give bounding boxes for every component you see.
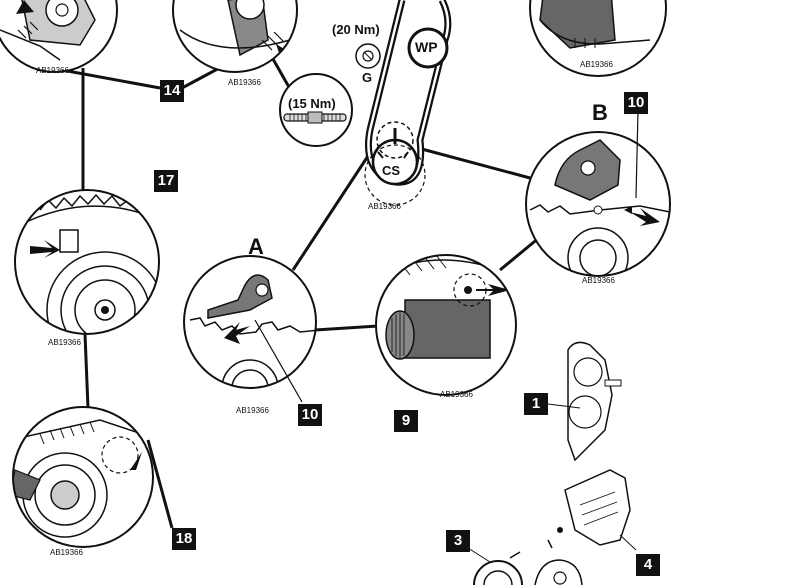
callout-4: 4 [636, 554, 660, 576]
detail-circle-top-center [172, 0, 298, 73]
detail-label-b: B [592, 100, 608, 125]
timing-belt-inner [367, 0, 450, 184]
detail-circle-top-left [0, 0, 118, 73]
water-pump-label: WP [415, 39, 438, 55]
detail-circle-a [183, 255, 317, 403]
figure-code: AB19366 [368, 202, 401, 211]
callout-17: 17 [154, 170, 178, 192]
torque-idler: (20 Nm) [332, 22, 380, 37]
callout-18: 18 [172, 528, 196, 550]
crankshaft-label: CS [381, 163, 402, 178]
stud-detail [279, 73, 353, 147]
figure-code: AB19366 [440, 390, 473, 399]
torque-stud: (15 Nm) [288, 96, 336, 111]
detail-circle-b [525, 109, 671, 277]
callout-3: 3 [446, 530, 470, 552]
figure-code: AB19366 [580, 60, 613, 69]
callout-1: 1 [524, 393, 548, 415]
figure-code: AB19366 [236, 406, 269, 415]
detail-circle-9 [375, 254, 517, 396]
detail-circle-17 [14, 189, 160, 335]
callout-10-a: 10 [298, 404, 322, 426]
detail-label-a: A [248, 234, 264, 259]
figure-code: AB19366 [36, 66, 69, 75]
figure-code: AB19366 [48, 338, 81, 347]
figure-code: AB19366 [582, 276, 615, 285]
idler-label: G [362, 70, 373, 85]
idler-bolt [355, 43, 381, 69]
detail-circle-18 [12, 406, 154, 548]
tensioner-assembly [467, 539, 583, 585]
callout-9: 9 [394, 410, 418, 432]
water-pump-pulley [407, 27, 449, 69]
upper-timing-cover [547, 341, 622, 462]
callout-10-b: 10 [624, 92, 648, 114]
lower-timing-cover [557, 469, 637, 551]
figure-code: AB19366 [50, 548, 83, 557]
callout-14: 14 [160, 80, 184, 102]
figure-code: AB19366 [228, 78, 261, 87]
